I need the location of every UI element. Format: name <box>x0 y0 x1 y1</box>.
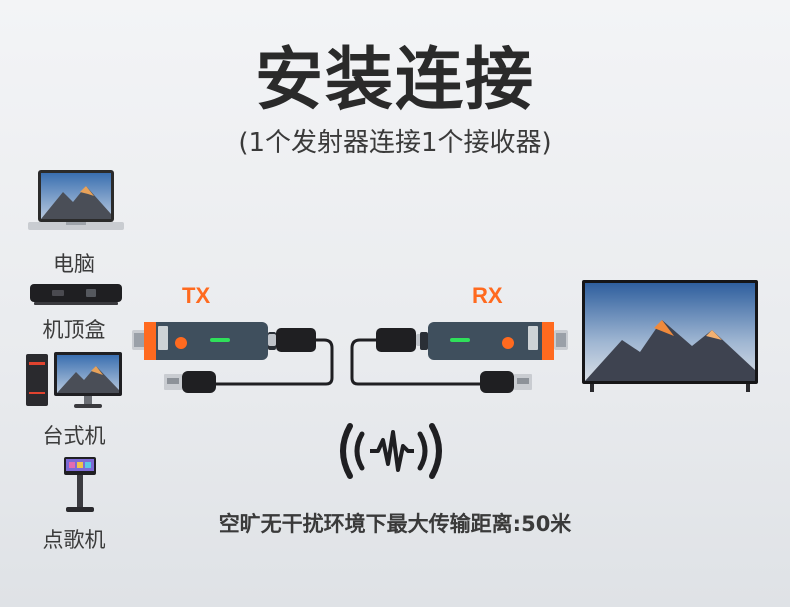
wireless-signal-icon <box>340 423 442 479</box>
device-label-pc: 电脑 <box>53 252 95 276</box>
page-title: 安装连接 <box>254 41 535 120</box>
rx-usb-a-plug <box>480 371 532 393</box>
tv-icon <box>582 280 758 392</box>
tx-usb-c-connector <box>182 328 334 386</box>
rx-usb-c-connector <box>350 328 496 386</box>
rx-receiver <box>420 322 568 360</box>
laptop-icon <box>28 170 124 230</box>
device-label-desktop: 台式机 <box>42 424 106 448</box>
tx-usb-a-plug <box>164 371 216 393</box>
karaoke-machine-icon <box>64 457 96 512</box>
transmission-range-text: 空旷无干扰环境下最大传输距离:50米 <box>218 512 572 536</box>
device-label-stb: 机顶盒 <box>42 318 106 342</box>
tx-label: TX <box>182 283 211 308</box>
tx-transmitter <box>132 322 276 360</box>
rx-label: RX <box>472 283 503 308</box>
device-label-karaoke: 点歌机 <box>42 528 106 552</box>
page-subtitle: (1个发射器连接1个接收器) <box>238 128 552 158</box>
set-top-box-icon <box>30 284 122 305</box>
desktop-computer-icon <box>26 352 122 408</box>
